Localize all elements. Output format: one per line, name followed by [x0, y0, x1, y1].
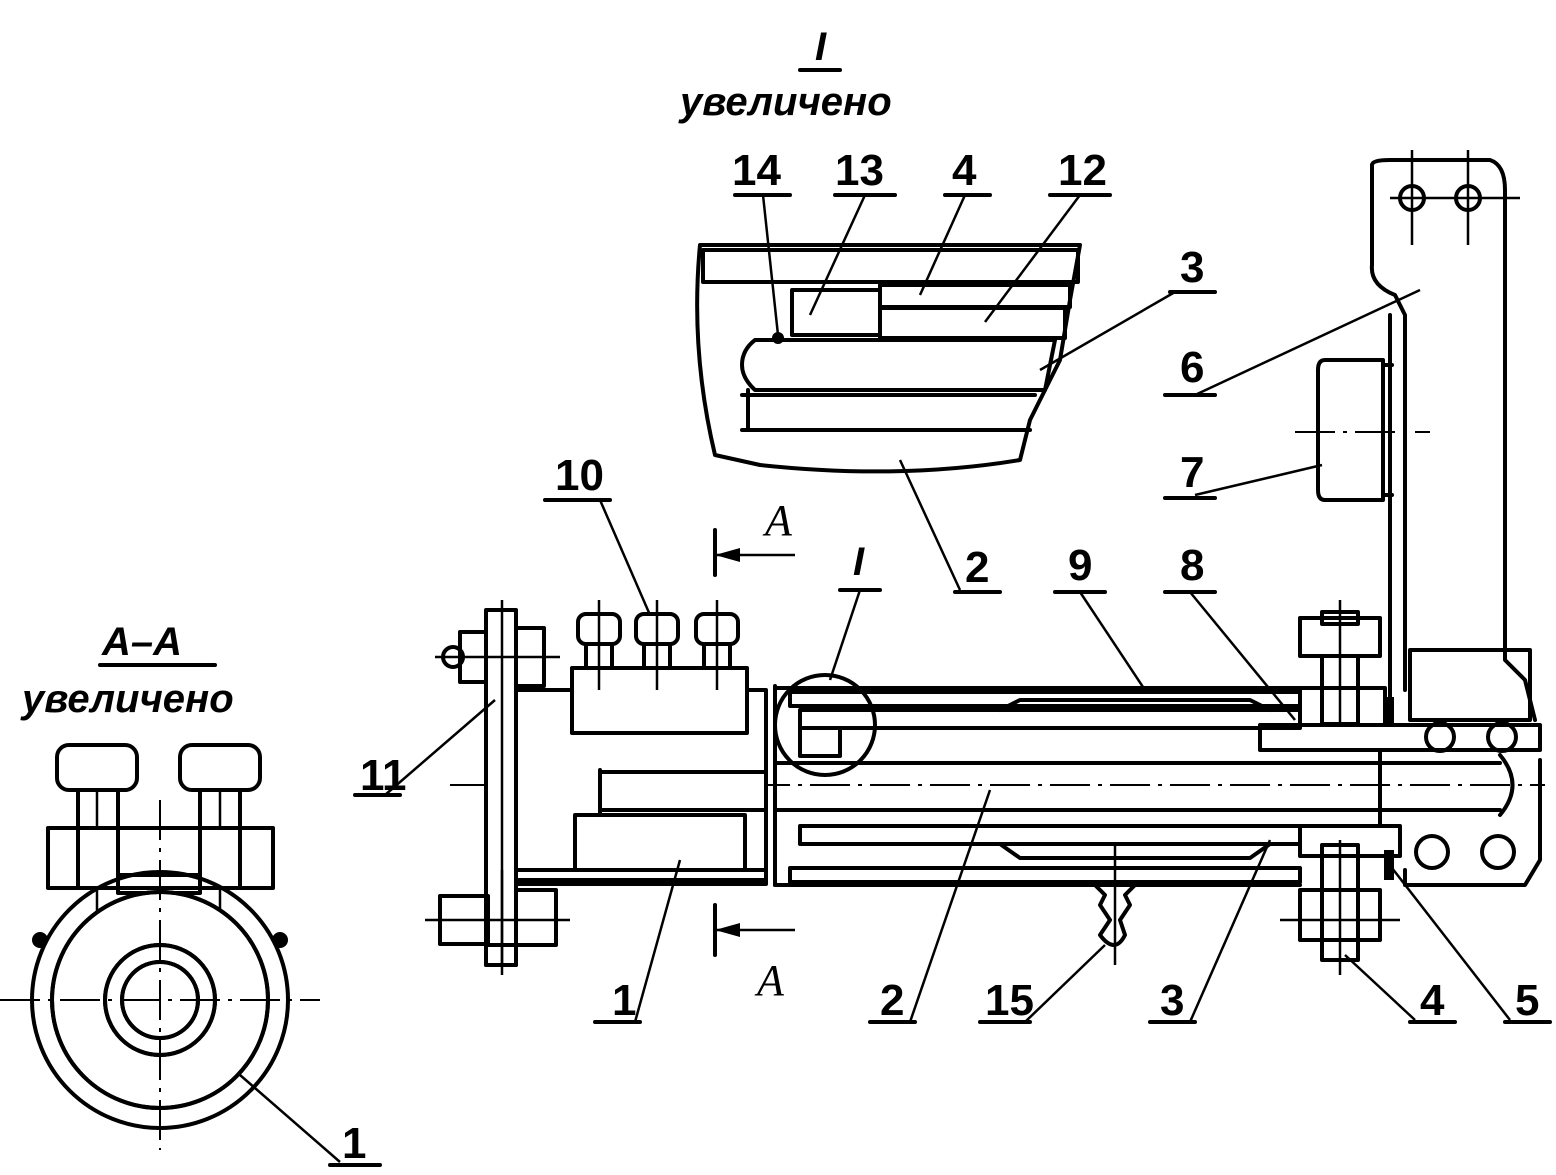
clamp-bolts-10 [576, 600, 740, 690]
callout-8: 8 [1180, 541, 1204, 590]
callout-12: 12 [1058, 146, 1107, 195]
callout-7: 7 [1180, 448, 1204, 497]
section-a-a: A–A увеличено 1 [0, 620, 382, 1168]
bracket-6 [1295, 150, 1537, 722]
callout-9: 9 [1068, 541, 1092, 590]
detail-part-3 [740, 338, 1057, 392]
section-title: A–A [101, 620, 182, 664]
cut-mark-bottom: A [754, 956, 785, 1005]
detail-outline [695, 243, 1082, 474]
sleeve-3-bottom [798, 824, 1302, 846]
detail-title-numeral: I [815, 25, 827, 69]
callout-11: 11 [360, 751, 407, 800]
main-callouts: 10 11 8 9 1 2 15 3 4 5 [353, 451, 1552, 1025]
callout-6: 6 [1180, 343, 1204, 392]
callout-3: 3 [1160, 976, 1184, 1025]
shaft-8 [1258, 723, 1542, 752]
callout-15: 15 [985, 976, 1034, 1025]
detail-title-enlarged: увеличено [678, 80, 892, 124]
main-assembly: A A I [425, 496, 1545, 1005]
callout-5: 5 [1515, 976, 1539, 1025]
detail-callouts: 14 13 4 12 3 2 [732, 146, 1217, 594]
pad-7 [1316, 358, 1385, 502]
detail-view-i: I увеличено [678, 25, 1082, 474]
callout-1: 1 [612, 976, 636, 1025]
callout-3-detail: 3 [1180, 243, 1204, 292]
bracket-callouts: 6 7 [1163, 288, 1421, 500]
callout-14: 14 [732, 146, 781, 195]
callout-1-section: 1 [342, 1119, 366, 1168]
ring-5 [1384, 850, 1394, 880]
detail-sleeve-12 [878, 306, 1067, 340]
detail-ring-13 [790, 288, 882, 337]
callout-4: 4 [1420, 976, 1445, 1025]
section-title-enlarged: увеличено [20, 677, 234, 721]
detail-ref-label: I [853, 540, 865, 584]
callout-13: 13 [835, 146, 884, 195]
cut-mark-top: A [762, 496, 793, 545]
callout-2-detail: 2 [965, 543, 989, 592]
detail-tube-wall [701, 248, 1080, 284]
callout-2: 2 [880, 976, 904, 1025]
detail-nut-4 [878, 283, 1072, 309]
callout-4-detail: 4 [952, 146, 977, 195]
callout-10: 10 [555, 451, 604, 500]
